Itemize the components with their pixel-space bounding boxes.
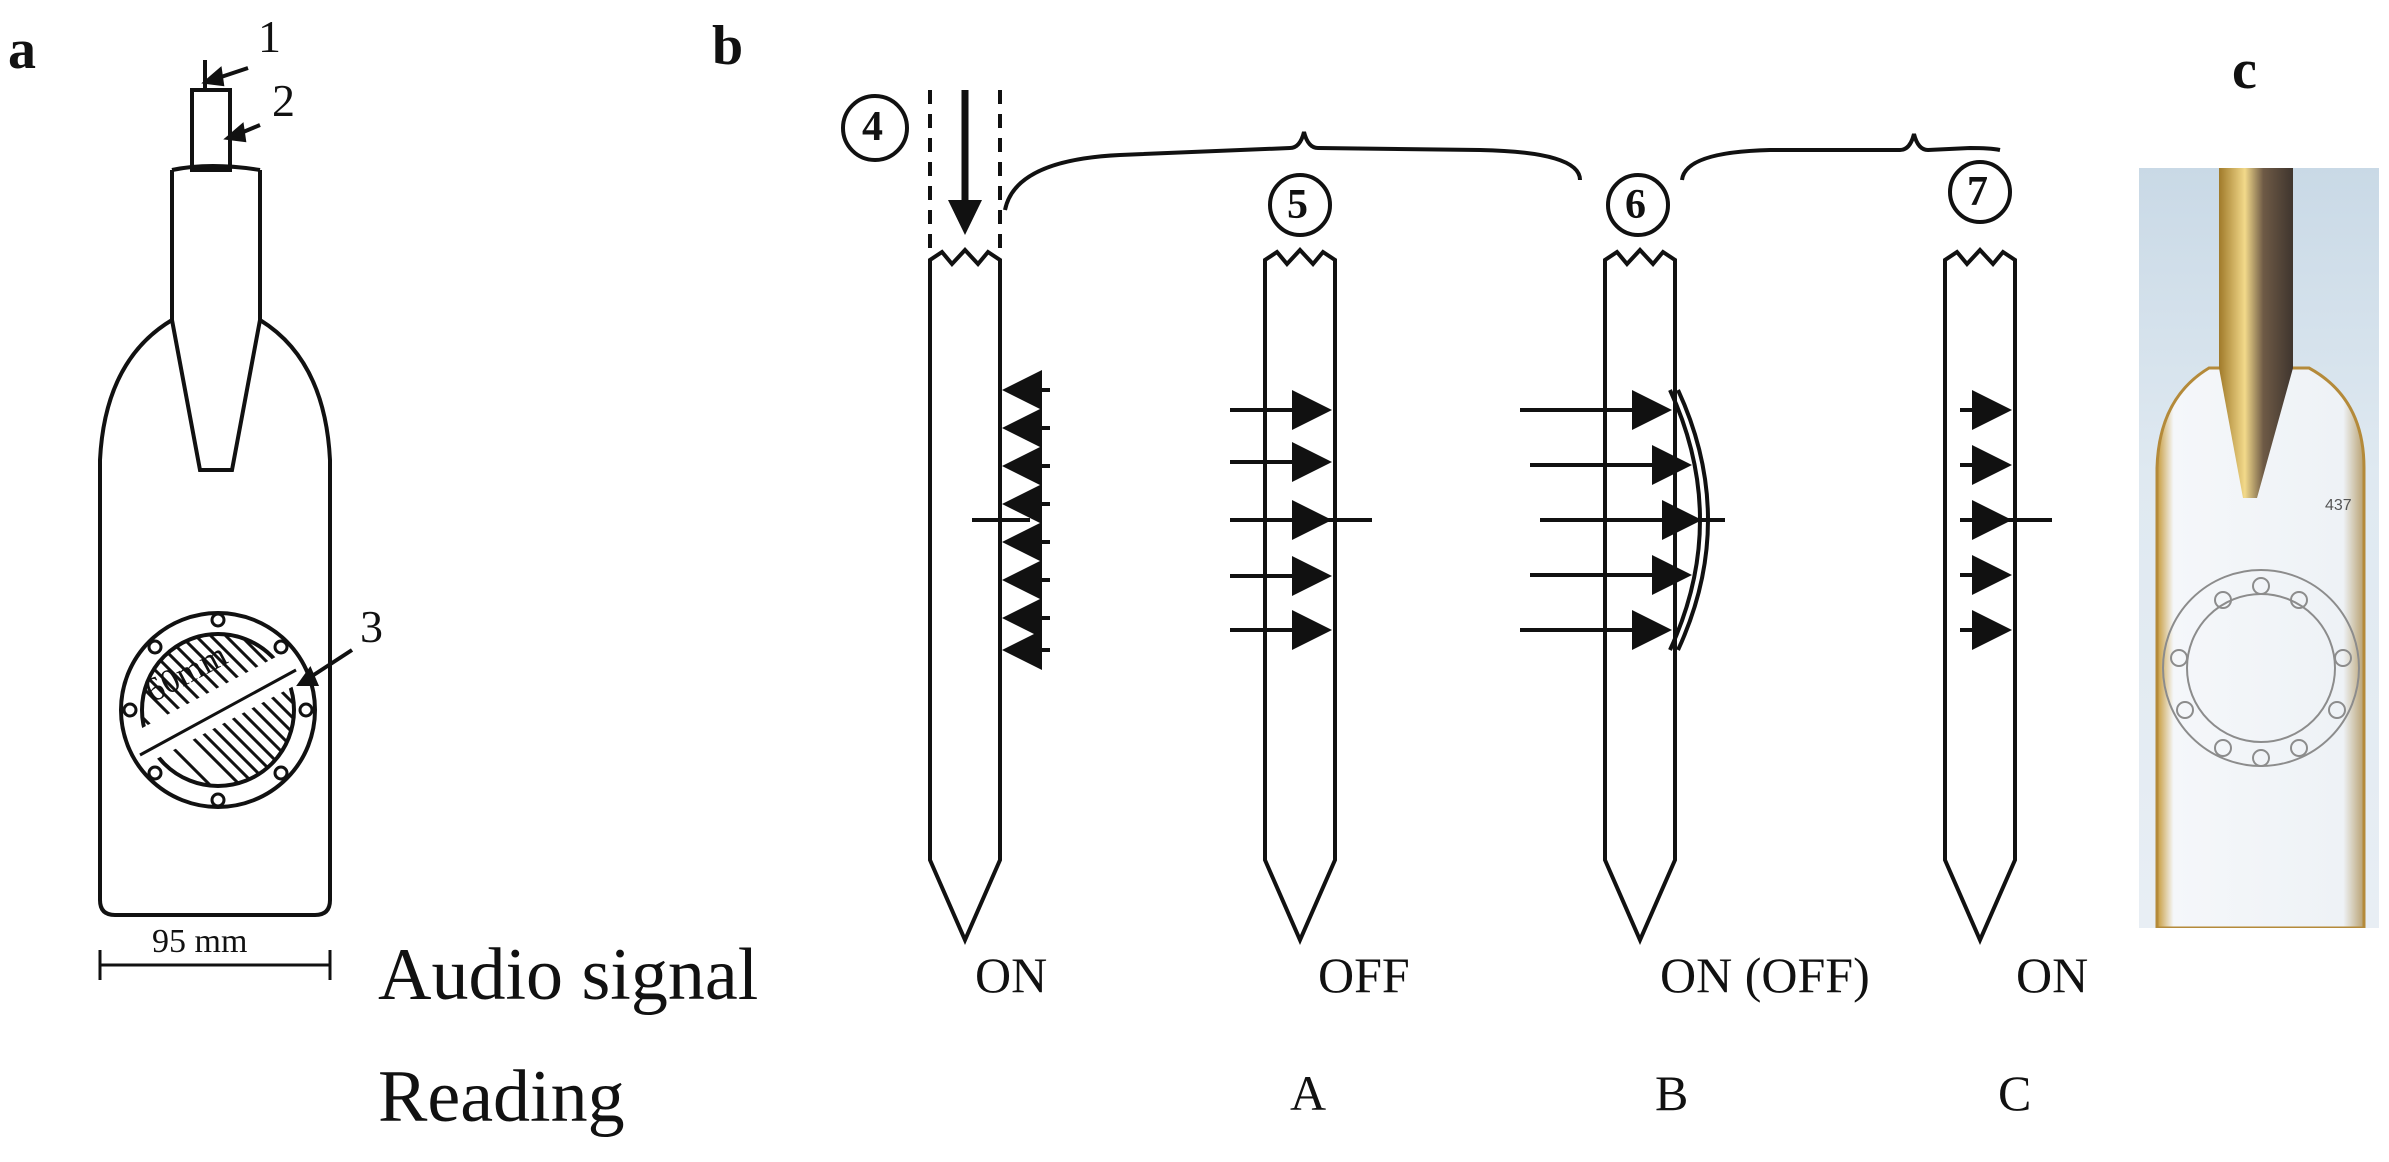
blade-outline [98,318,332,917]
panel-c-blade-photo: 437 [2139,168,2379,928]
state-5-pressure-arrows [1230,390,1372,650]
audio-state-5: OFF [1318,947,1410,1003]
blade-state-7 [1943,247,2017,945]
callout-3: 3 [360,601,383,652]
blade-number-4: 4 [862,104,883,150]
membrane-inner [140,632,296,788]
audio-state-4: ON [975,947,1048,1003]
photo-serial-number: 437 [2325,497,2352,514]
circle-6 [1606,173,1670,237]
audio-state-7: ON [2016,947,2089,1003]
blade-number-7: 7 [1967,169,1988,215]
panel-letter-a: a [8,19,36,81]
panel-letter-b: b [712,15,744,77]
state-7-pressure-arrows [1960,390,2052,650]
diameter-line [139,668,297,757]
circle-7 [1948,160,2012,224]
circle-4 [841,94,909,162]
audio-state-6: ON (OFF) [1660,947,1870,1003]
callout-1: 1 [258,11,281,62]
photo-wedge [2219,368,2293,498]
funnel [170,319,262,472]
state-4-pressure-arrows [972,370,1050,670]
photo-blade [2155,366,2366,928]
top-rod [190,88,232,172]
row-label-audio-signal: Audio signal [378,934,759,1016]
callout-2: 2 [272,75,295,126]
circle-5 [1268,173,1332,237]
reading-7: C [1998,1065,2032,1121]
state-6-pressure-arrows [1520,389,1725,651]
bolt-holes [122,612,314,808]
panel-b-diagram [841,90,2052,945]
panel-letter-c: c [2232,39,2257,101]
blade-width-label: 95 mm [152,923,248,960]
photo-membrane [2162,569,2360,767]
reading-6: B [1655,1065,1689,1121]
blade-number-5: 5 [1287,182,1308,228]
brace-left [1003,131,1582,211]
blade-number-6: 6 [1625,182,1646,228]
width-dimension [98,950,332,980]
blade-state-6 [1603,247,1677,945]
reading-5: A [1290,1065,1327,1121]
row-label-reading: Reading [378,1056,625,1138]
blade-state-4 [928,247,1002,945]
panel-a-blade-drawing [98,60,354,980]
photo-rod [2219,168,2293,368]
brace-right [1680,133,2001,181]
column [170,164,262,320]
blade-state-5 [1263,247,1337,945]
